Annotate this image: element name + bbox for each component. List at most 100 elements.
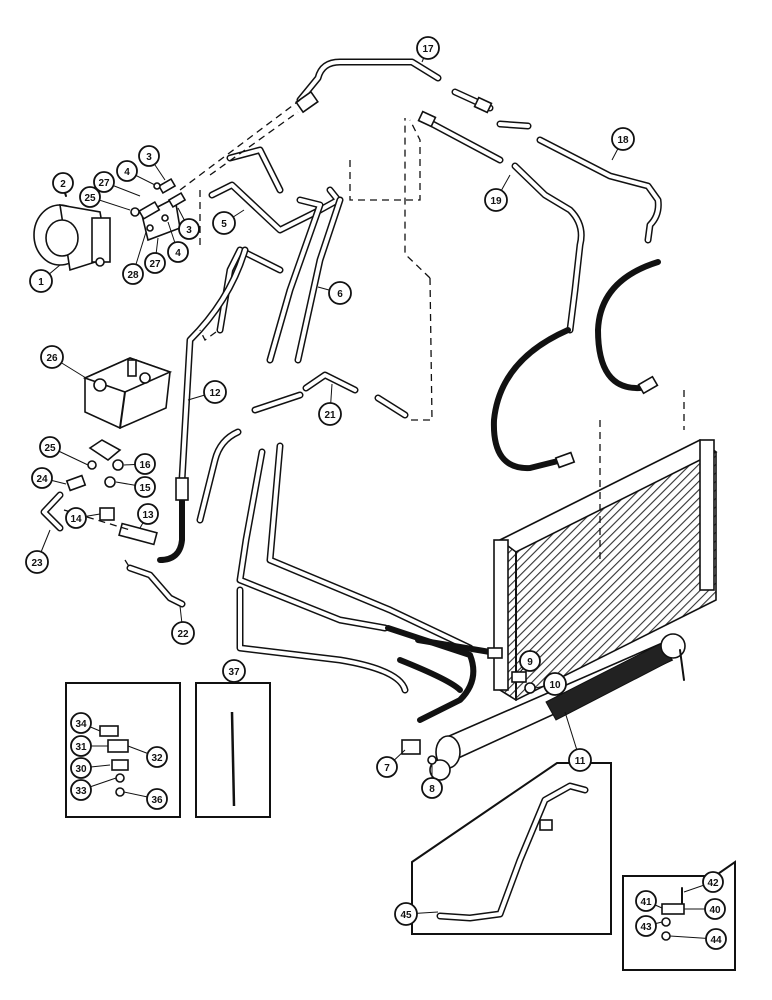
- callout-3b: 3: [177, 207, 200, 240]
- tube-22: [126, 564, 186, 608]
- svg-text:36: 36: [151, 795, 163, 806]
- callout-21: 21: [318, 383, 342, 426]
- svg-text:44: 44: [710, 935, 722, 946]
- callout-4b: 4: [167, 221, 189, 263]
- svg-text:2: 2: [60, 179, 66, 190]
- svg-text:34: 34: [75, 719, 87, 730]
- hydraulic-pump: [33, 204, 111, 272]
- svg-text:14: 14: [70, 514, 82, 525]
- callout-12: 12: [187, 380, 227, 404]
- svg-text:25: 25: [44, 443, 56, 454]
- callout-2: 2: [52, 172, 74, 197]
- svg-text:40: 40: [709, 905, 721, 916]
- callout-23: 23: [25, 529, 51, 574]
- svg-text:10: 10: [549, 680, 561, 691]
- svg-text:5: 5: [221, 219, 227, 230]
- oil-cooler: [493, 439, 718, 701]
- callout-25b: 25: [39, 436, 89, 466]
- svg-text:25: 25: [84, 193, 96, 204]
- callout-19: 19: [484, 174, 511, 212]
- svg-text:18: 18: [617, 135, 629, 146]
- svg-text:27: 27: [98, 178, 110, 189]
- callout-44: 44: [669, 928, 727, 950]
- callout-22: 22: [171, 605, 195, 645]
- svg-text:3: 3: [186, 225, 192, 236]
- callout-27b: 27: [144, 237, 166, 274]
- callout-9: 9: [519, 650, 541, 673]
- middle-tubes: [178, 146, 409, 524]
- callout-6: 6: [317, 281, 352, 305]
- callout-42: 42: [683, 871, 724, 893]
- clamp-hardware: [99, 725, 129, 797]
- valve-fittings: [40, 459, 124, 532]
- callout-11: 11: [564, 711, 592, 772]
- svg-text:7: 7: [384, 763, 390, 774]
- callout-10: 10: [534, 672, 567, 696]
- routing-dashes: [63, 99, 685, 569]
- callout-43: 43: [635, 915, 663, 937]
- svg-text:17: 17: [422, 44, 434, 55]
- callout-15: 15: [115, 476, 156, 498]
- svg-text:6: 6: [337, 289, 343, 300]
- pump-fittings: [130, 177, 187, 242]
- svg-text:31: 31: [75, 742, 87, 753]
- rod-37: [230, 711, 236, 807]
- callout-14: 14: [65, 507, 101, 529]
- callout-36: 36: [123, 788, 168, 810]
- svg-text:9: 9: [527, 657, 533, 668]
- callout-32: 32: [127, 745, 168, 768]
- svg-text:33: 33: [75, 786, 87, 797]
- svg-text:27: 27: [149, 259, 161, 270]
- callout-4a: 4: [116, 160, 156, 186]
- svg-text:15: 15: [139, 483, 151, 494]
- callout-30: 30: [70, 757, 111, 779]
- callout-3a: 3: [138, 145, 166, 181]
- svg-text:19: 19: [490, 196, 502, 207]
- svg-text:21: 21: [324, 410, 336, 421]
- callout-28: 28: [122, 231, 147, 285]
- callout-5: 5: [212, 209, 245, 235]
- valve-gasket: [88, 439, 122, 461]
- svg-text:23: 23: [31, 558, 43, 569]
- svg-text:43: 43: [640, 922, 652, 933]
- svg-text:41: 41: [640, 897, 652, 908]
- svg-text:1: 1: [38, 277, 44, 288]
- callout-37: 37: [222, 659, 246, 683]
- callout-24: 24: [31, 467, 67, 489]
- callout-18: 18: [611, 127, 635, 161]
- callout-31: 31: [70, 735, 108, 757]
- upper-tubes: [295, 58, 662, 334]
- callout-8: 8: [421, 765, 443, 799]
- tube-45: [436, 782, 589, 922]
- cylinder-fittings: [401, 671, 536, 765]
- callout-17: 17: [416, 36, 440, 63]
- callout-40: 40: [684, 898, 726, 920]
- svg-text:30: 30: [75, 764, 87, 775]
- callout-25a: 25: [79, 186, 131, 211]
- svg-text:24: 24: [36, 474, 48, 485]
- svg-text:12: 12: [209, 388, 221, 399]
- svg-text:22: 22: [177, 629, 189, 640]
- cylinder-lines: [236, 442, 503, 723]
- cooler-hoses: [490, 259, 661, 472]
- callout-34: 34: [70, 712, 101, 734]
- svg-text:16: 16: [139, 460, 151, 471]
- callout-45: 45: [394, 902, 439, 926]
- callout-33: 33: [70, 777, 117, 801]
- svg-text:8: 8: [429, 784, 435, 795]
- callout-26: 26: [40, 345, 87, 379]
- callout-7: 7: [376, 749, 406, 778]
- control-valve: [82, 357, 173, 429]
- svg-text:37: 37: [228, 667, 240, 678]
- svg-text:26: 26: [46, 353, 58, 364]
- svg-text:28: 28: [127, 270, 139, 281]
- svg-text:45: 45: [400, 910, 412, 921]
- svg-text:13: 13: [142, 510, 154, 521]
- callout-16: 16: [123, 453, 156, 475]
- svg-text:3: 3: [146, 152, 152, 163]
- callout-1: 1: [29, 264, 61, 293]
- callout-13: 13: [137, 503, 159, 529]
- callout-41: 41: [635, 890, 663, 912]
- callout-27a: 27: [93, 171, 141, 197]
